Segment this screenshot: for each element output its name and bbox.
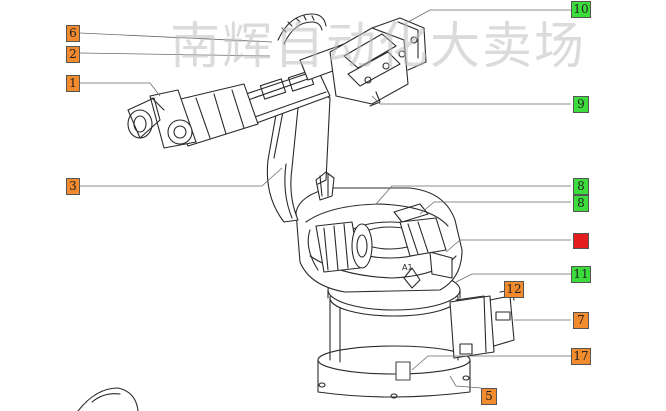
- leader-lines: [79, 9, 571, 389]
- callout-red-marker: [573, 233, 589, 249]
- a2-motor: [393, 203, 447, 257]
- leader-9: [371, 95, 571, 105]
- leader-10: [407, 9, 571, 23]
- rear-motors: [329, 17, 427, 107]
- callout-6: 6: [66, 25, 80, 42]
- callout-5: 5: [481, 388, 497, 405]
- callout-2: 2: [66, 46, 80, 63]
- a1-motor: [307, 221, 373, 273]
- callout-7: 7: [573, 312, 589, 329]
- energy-supply: [277, 13, 327, 45]
- callout-9: 9: [573, 96, 589, 113]
- leader-2: [79, 52, 271, 57]
- leader-5: [449, 375, 482, 389]
- junction-box: [449, 289, 515, 359]
- wrist: [127, 83, 259, 149]
- cable-stand: [315, 171, 335, 201]
- callout-8a: 8: [573, 178, 589, 195]
- callout-1: 1: [66, 75, 80, 92]
- partial-component: [77, 387, 139, 411]
- watermark: 南辉自动化大卖场: [170, 17, 586, 75]
- callout-17: 17: [571, 348, 591, 365]
- leader-17: [411, 355, 571, 371]
- leader-11: [455, 273, 571, 283]
- base-marking: A1: [402, 263, 413, 272]
- leader-8a: [375, 185, 571, 205]
- leader-red: [445, 239, 571, 253]
- leader-6: [79, 32, 273, 43]
- leader-8b: [419, 201, 571, 215]
- leader-3: [80, 167, 283, 187]
- callout-3: 3: [66, 178, 80, 195]
- callout-10: 10: [571, 1, 591, 18]
- leader-1: [80, 82, 161, 97]
- callout-8b: 8: [573, 195, 589, 212]
- callout-11: 11: [571, 266, 591, 283]
- callout-12: 12: [504, 281, 524, 298]
